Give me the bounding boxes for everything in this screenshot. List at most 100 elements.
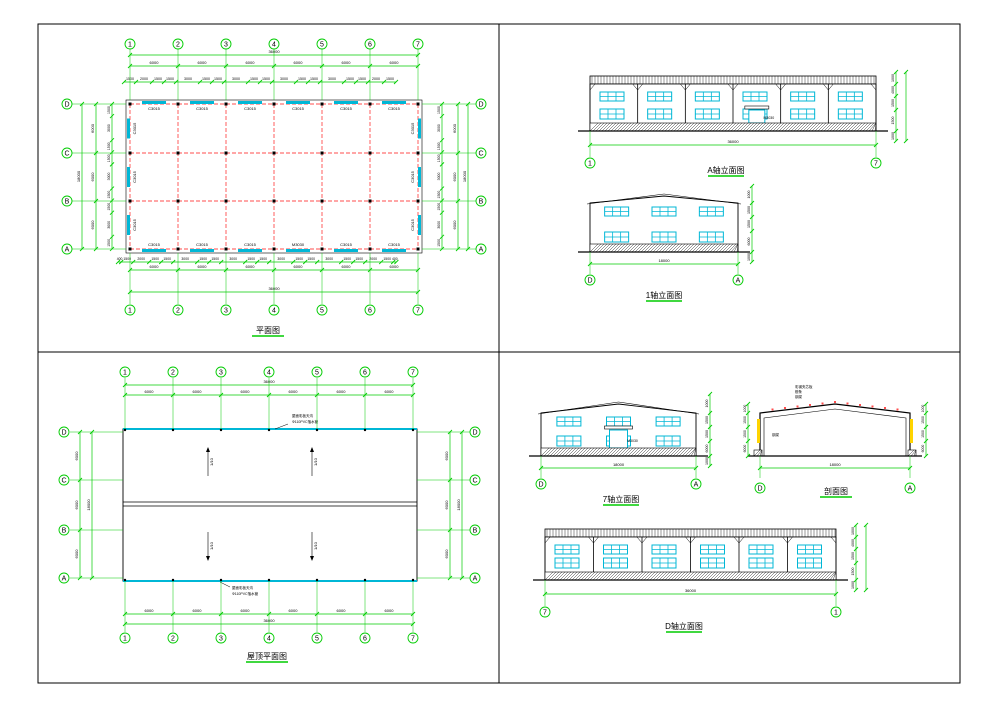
window-bottom [142, 249, 166, 252]
plan-side-sub-left-value: 3000 [107, 124, 111, 132]
roof-bay-bottom-value: 6000 [241, 608, 251, 613]
plinth-hatch-stroke [736, 571, 746, 581]
plan-sub-bottom-value: 1500 [259, 257, 267, 261]
roof-axis-bubble-left-label: B [62, 528, 67, 535]
roof-axis-bubble-bottom [167, 632, 179, 644]
plinth-hatch-stroke [661, 571, 671, 581]
plinth-hatch-stroke [601, 571, 611, 581]
plinth-hatch-stroke [766, 571, 776, 581]
plinth-hatch-stroke [727, 243, 737, 253]
knee-brace [787, 536, 793, 544]
downpipe-bottom [411, 578, 415, 582]
plinth-hatch-stroke [595, 571, 605, 581]
plan-sub-top-value: 1500 [250, 77, 258, 81]
plinth-hatch-stroke [856, 122, 866, 132]
knee-brace [782, 536, 788, 544]
plan-side-sub-right-value: 1500 [437, 154, 441, 162]
plan-sub-top-tick [209, 79, 215, 85]
plinth-hatch-stroke [859, 122, 869, 132]
plan-sub-top-value: 1500 [154, 77, 162, 81]
plinth-hatch-stroke [736, 243, 739, 253]
gable-height-dim-tick [749, 200, 755, 206]
plinth-hatch-stroke [778, 571, 788, 581]
plan-sub-bottom-value: 1500 [343, 257, 351, 261]
gable-height-dim-value: 6000 [747, 238, 751, 246]
plan-total-top-value: 36000 [268, 49, 280, 54]
plinth-hatch-stroke [811, 571, 821, 581]
plinth-hatch-stroke [652, 243, 662, 253]
plinth-hatch-stroke [576, 447, 586, 457]
plan-sub-top-tick [173, 79, 179, 85]
window-top-label: C3015 [388, 106, 401, 111]
roof-side-total-right-value: 18000 [456, 499, 461, 511]
gable-height-dim-value: 1000 [705, 457, 709, 465]
section-height-right-value: 1000 [921, 405, 925, 413]
plinth-hatch-stroke [553, 571, 563, 581]
roof-total-top-value: 36000 [263, 379, 275, 384]
plinth-hatch-stroke [685, 571, 695, 581]
plan-sub-bottom-value: 3000 [229, 257, 237, 261]
plan-sub-bottom-tick [378, 259, 384, 265]
elev-height-dim-value: 4000 [891, 86, 895, 94]
purlin [871, 405, 874, 408]
plan-sub-top-tick [381, 79, 387, 85]
knee-brace [593, 536, 599, 544]
plan-sub-top-tick [305, 79, 311, 85]
plan-side-sub-right-value: 3000 [437, 221, 441, 229]
axis-bubble-top [172, 38, 184, 50]
plinth-hatch-stroke [625, 122, 635, 132]
roof-parapet [544, 528, 837, 538]
footing-hatch-stroke [913, 449, 917, 457]
elev-height-dim-tick [853, 522, 859, 528]
gable-height-dim-value: 1000 [747, 191, 751, 199]
plan-title: 平面图 [256, 326, 280, 335]
plinth-hatch-stroke [598, 571, 608, 581]
plinth-hatch-stroke [664, 243, 674, 253]
plan-sub-bottom-value: 1500 [151, 257, 159, 261]
plan-sub-bottom-value: 400 [392, 257, 398, 261]
plinth-hatch-stroke [829, 571, 837, 581]
elev-total-dim-value: 36000 [685, 588, 697, 593]
plan-side-sub-right-value: 1500 [437, 191, 441, 199]
section-axis-bubble-label: D [757, 486, 762, 493]
elev-axis-bubble-label: 1 [834, 610, 838, 617]
plan-bay-top-value: 6000 [246, 60, 256, 65]
plinth-hatch-stroke [823, 571, 833, 581]
roof-axis-bubble-bottom [263, 632, 275, 644]
plan-side-total-left-value: 18000 [76, 170, 81, 182]
column [128, 199, 132, 203]
plinth-hatch-stroke [727, 122, 737, 132]
elev-height-dim-tick [893, 93, 899, 99]
roof-axis-bubble-left [58, 474, 70, 486]
plan-sub-bottom-tick [266, 259, 272, 265]
plan-side-total-right-value: 18000 [462, 170, 467, 182]
plinth-hatch-stroke [561, 447, 571, 457]
plan-sub-top-tick [293, 79, 299, 85]
elev-height-total-tick [863, 587, 869, 593]
plan-sub-bottom-value: 1500 [199, 257, 207, 261]
plinth-hatch-stroke [712, 122, 722, 132]
gable-axis-bubble [732, 274, 744, 286]
plinth-hatch-stroke [643, 571, 653, 581]
plan-dimensions: 3600060006000600060006000600015002000150… [72, 48, 478, 304]
plan-sub-bottom-value: 3000 [325, 257, 333, 261]
roof-axis-bubble-top [359, 366, 371, 378]
section-height-right-tick [923, 424, 929, 430]
gable-height-dim-value: 6000 [705, 445, 709, 453]
axis-bubble-top-label: 3 [224, 42, 228, 49]
knee-brace [823, 83, 829, 91]
plan-sub-bottom-tick [338, 259, 344, 265]
plinth-hatch-stroke [847, 122, 857, 132]
elev-height-dim-tick [893, 107, 899, 113]
sheet-frame [37, 23, 961, 684]
plan-side-sub-right-value: 3000 [437, 173, 441, 181]
plinth-hatch-stroke [634, 243, 644, 253]
plinth-hatch-stroke [784, 571, 794, 581]
plinth-hatch-stroke [850, 122, 860, 132]
knee-brace [780, 83, 786, 91]
column [368, 102, 372, 106]
plinth-hatch-stroke [871, 122, 877, 132]
roof-axis-bubble-top-label: 2 [171, 370, 175, 377]
axis-bubble-right-label: B [479, 199, 484, 206]
